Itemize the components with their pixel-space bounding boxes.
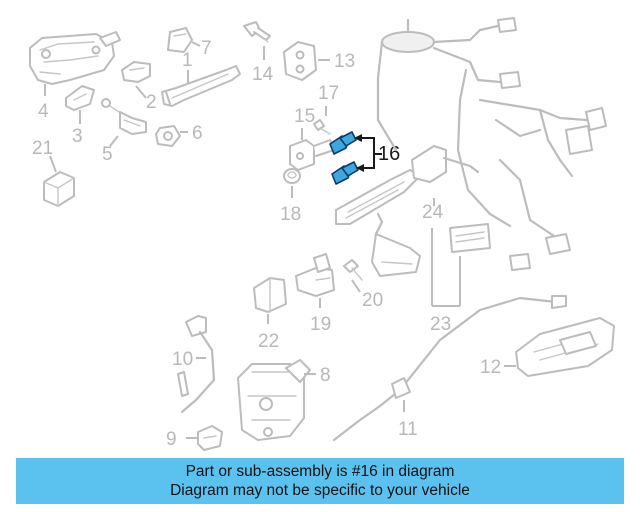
callout-20: 20 <box>362 290 383 311</box>
part-pin <box>243 21 271 43</box>
part-bolt <box>343 259 363 281</box>
callout-2: 2 <box>146 92 157 113</box>
callout-24: 24 <box>422 202 444 223</box>
callout-11: 11 <box>398 419 418 440</box>
callout-17: 17 <box>318 83 339 104</box>
banner-line-1: Part or sub-assembly is #16 in diagram <box>185 463 455 480</box>
part-lock-cylinder <box>101 98 147 135</box>
callout-18: 18 <box>280 204 301 225</box>
banner-line-2: Diagram may not be specific to your vehi… <box>170 482 470 499</box>
part-door-latch <box>237 359 311 441</box>
callout-21: 21 <box>32 138 53 159</box>
part-grommet <box>155 125 181 147</box>
callout-14: 14 <box>252 64 274 85</box>
part-bracket <box>43 171 75 207</box>
part-release-cable <box>332 295 567 442</box>
info-banner: Part or sub-assembly is #16 in diagram D… <box>16 458 624 504</box>
callout-16: 16 <box>378 143 400 165</box>
part-buffer <box>253 277 287 313</box>
callout-3: 3 <box>72 126 83 147</box>
callout-22: 22 <box>258 331 279 352</box>
part-lock-cover <box>121 61 151 83</box>
part-16-bolt-upper <box>329 131 357 155</box>
callout-5: 5 <box>102 144 113 165</box>
part-door-handle-carrier <box>29 31 121 85</box>
part-round-plug <box>283 168 301 184</box>
part-retaining-clip <box>197 425 223 451</box>
part-outside-handle <box>161 65 241 107</box>
callout-4: 4 <box>38 101 49 122</box>
callout-19: 19 <box>310 314 331 335</box>
part-trim-cap <box>65 85 95 111</box>
part-clip <box>167 27 193 53</box>
callout-7: 7 <box>201 38 212 59</box>
part-inside-handle <box>515 317 615 377</box>
callout-9: 9 <box>166 429 177 450</box>
callout-23: 23 <box>430 314 451 335</box>
part-lock-rod <box>177 315 216 414</box>
part-hinge-bracket <box>289 139 335 171</box>
callout-8: 8 <box>320 365 331 386</box>
part-striker-plate <box>283 41 317 81</box>
part-check-strap <box>295 253 335 297</box>
part-16-bolt-lower <box>331 161 359 185</box>
callout-12: 12 <box>480 357 501 378</box>
callout-15: 15 <box>294 106 315 127</box>
callout-6: 6 <box>192 123 203 144</box>
part-inner-handle-assembly <box>335 145 480 277</box>
callout-1: 1 <box>182 50 193 71</box>
part-wiring-harness <box>376 17 607 271</box>
part-small-screw <box>313 119 331 135</box>
callout-13: 13 <box>334 51 355 72</box>
callout-10: 10 <box>172 349 193 370</box>
